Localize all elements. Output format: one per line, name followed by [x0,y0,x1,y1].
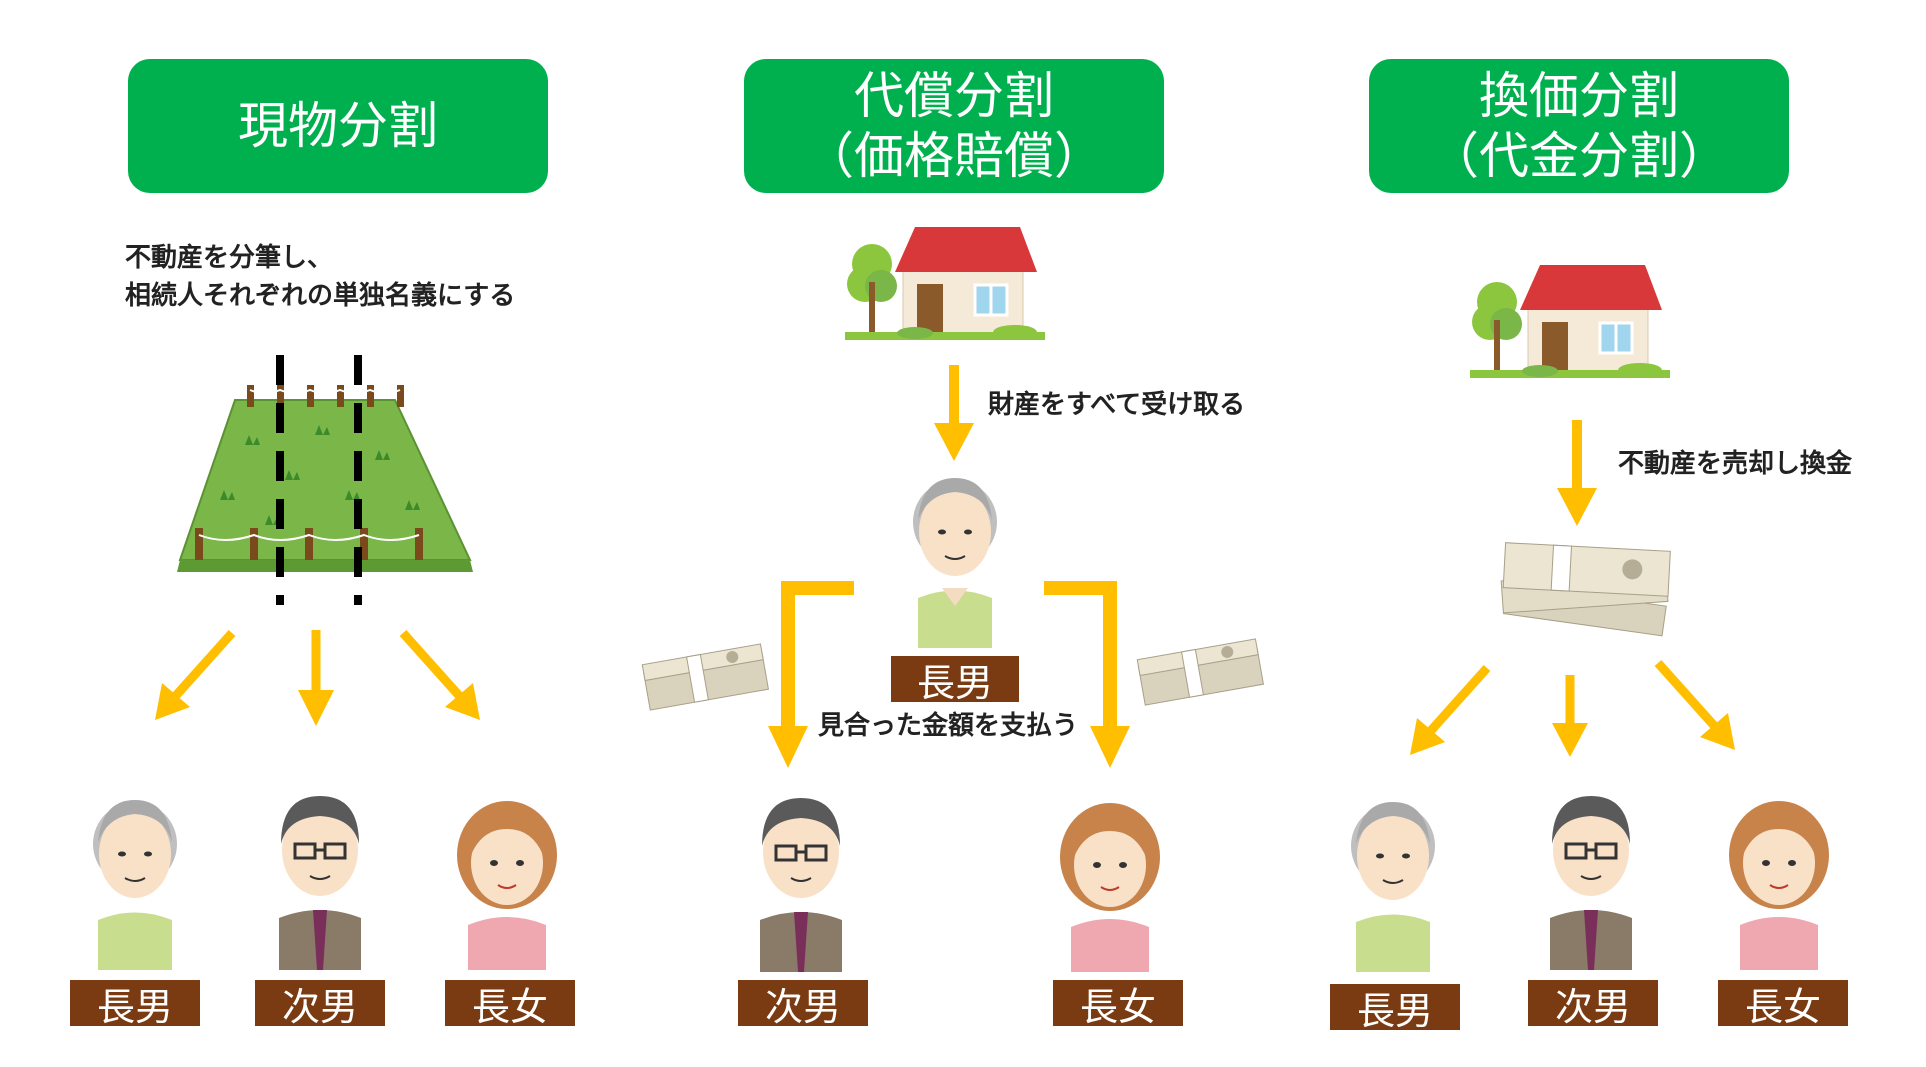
house-illustration [845,227,1045,340]
header-title: 現物分割 [238,97,438,155]
header-subtitle: （価格賠償） [804,127,1104,185]
label-eldest-son: 長男 [891,656,1019,705]
header-subtitle: （代金分割） [1429,127,1729,185]
arrow-down [1557,420,1597,526]
person-second-son-illustration [760,798,842,972]
note-payment: 見合った金額を支払う [818,711,1079,741]
money-bundle-icon [1136,638,1265,706]
arrow-down [934,365,974,461]
land-plot-illustration [177,355,473,605]
note-receive-all: 財産をすべて受け取る [988,390,1246,420]
label-eldest-son: 長男 [1330,984,1460,1033]
house-illustration [1470,265,1670,378]
person-eldest-son-illustration [913,478,997,648]
arrow-down-right [1654,659,1735,750]
person-eldest-daughter-illustration [457,801,557,970]
label-second-son: 次男 [738,980,868,1029]
money-stack-icon [1500,542,1671,637]
note-line: 不動産を分筆し、 [125,243,334,273]
arrow-down [298,630,334,726]
person-eldest-daughter-illustration [1729,801,1829,970]
person-second-son-illustration [1550,796,1632,970]
header-kanka-bunkatsu: 換価分割 （代金分割） [1369,59,1789,193]
person-eldest-son-illustration [1351,802,1435,972]
label-second-son: 次男 [255,980,385,1029]
arrow-down [1552,675,1588,757]
arrow-down-left [155,629,236,720]
label-eldest-daughter: 長女 [445,980,575,1029]
label-eldest-son: 長男 [70,980,200,1029]
note-bunpitsu: 不動産を分筆し、 相続人それぞれの単独名義にする [125,240,515,315]
person-eldest-son-illustration [93,800,177,970]
person-eldest-daughter-illustration [1060,803,1160,972]
label-eldest-daughter: 長女 [1718,980,1848,1029]
arrow-payment-left [768,581,854,768]
arrow-down-right [399,629,480,720]
header-genbutsu-bunkatsu: 現物分割 [128,59,548,193]
arrow-payment-right [1044,581,1130,768]
label-eldest-daughter: 長女 [1053,980,1183,1029]
note-sell-convert: 不動産を売却し換金 [1618,449,1853,479]
note-line: 相続人それぞれの単独名義にする [125,280,516,311]
header-title: 代償分割 [854,67,1054,125]
money-bundle-icon [641,643,770,711]
label-second-son: 次男 [1528,980,1658,1029]
person-second-son-illustration [279,796,361,970]
header-title: 換価分割 [1479,67,1679,125]
header-daishou-bunkatsu: 代償分割 （価格賠償） [744,59,1164,193]
arrow-down-left [1410,664,1491,755]
